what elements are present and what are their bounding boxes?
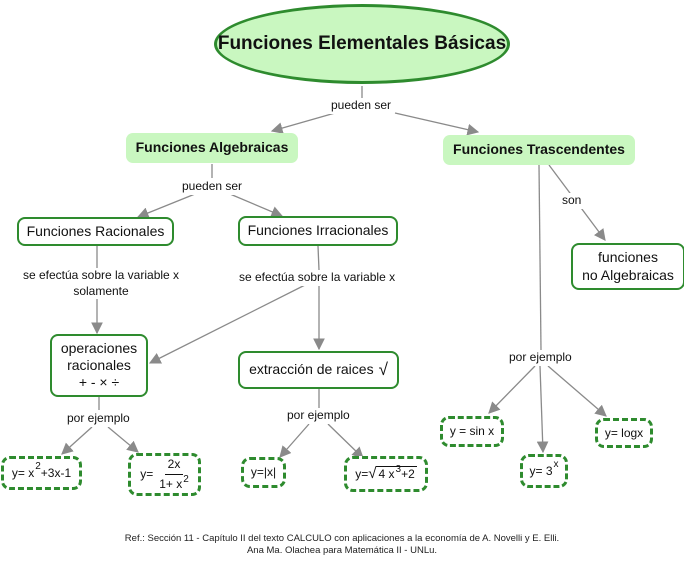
concept-label-line: funciones: [598, 249, 658, 265]
example-log: y= logx: [595, 418, 653, 448]
operators-symbols: + - × ÷: [78, 373, 120, 390]
connector-to-algebraicas: [270, 112, 336, 134]
formula-part: y= x: [11, 465, 35, 480]
formula-part: +2: [401, 466, 415, 481]
formula-part: +3x-1: [40, 465, 72, 480]
concept-funciones-no-algebraicas: funciones no Algebraicas: [571, 243, 684, 290]
square-root-icon: √: [368, 464, 377, 482]
link-label-algebraicas: pueden ser: [180, 179, 245, 195]
formula-exponent: 2: [35, 460, 41, 472]
concept-funciones-trascendentes: Funciones Trascendentes: [443, 135, 635, 165]
concept-label: Funciones Racionales: [26, 222, 165, 239]
example-root: y= √ 4 x3+2: [344, 456, 428, 492]
connector-to-abs: [279, 423, 310, 458]
concept-funciones-racionales: Funciones Racionales: [17, 217, 174, 246]
connector-to-racionales: [136, 193, 196, 219]
concept-extraccion-de-raices: extracción de raices √: [238, 351, 399, 389]
link-label-racionales: se efectúa sobre la variable x solamente: [14, 268, 188, 300]
fraction-denominator: 1+ x2: [159, 473, 189, 493]
example-abs: y=|x|: [241, 457, 286, 488]
footer-author-line: Ana Ma. Olachea para Matemática II - UNL…: [246, 544, 438, 556]
formula-part: y= 3: [529, 463, 553, 478]
link-label-root: pueden ser: [329, 98, 394, 114]
formula-fraction: 2x 1+ x2: [159, 457, 189, 493]
concept-label-line: operaciones: [60, 340, 138, 357]
formula-exponent: 3: [395, 463, 402, 475]
connector-to-operaciones-from-irr: [148, 282, 310, 364]
concept-label: extracción de raices: [249, 361, 374, 378]
connector-to-sin: [488, 365, 536, 414]
formula-exponent: x: [553, 458, 559, 470]
connector-to-root: [327, 423, 364, 459]
concept-label: Funciones Irracionales: [247, 222, 389, 239]
fraction-numerator: 2x: [164, 457, 184, 475]
concept-label: Funciones Algebraicas: [135, 139, 289, 156]
formula-part: y=|x|: [250, 465, 277, 479]
root-concept-label: Funciones Elementales Básicas: [217, 33, 507, 55]
link-label-son: son: [560, 193, 584, 209]
connector-to-exp: [536, 365, 549, 454]
link-label-ops-examples: por ejemplo: [65, 411, 132, 427]
formula-part: y=: [355, 466, 369, 481]
link-label-irracionales: se efectúa sobre la variable x: [237, 270, 398, 286]
reference-footer: Ref.: Sección 11 - Capítulo II del texto…: [0, 533, 684, 557]
connector-irracionales-to-label: [317, 245, 320, 271]
concept-label-line: racionales: [67, 357, 131, 374]
footer-reference-line: Ref.: Sección 11 - Capítulo II del texto…: [124, 533, 560, 544]
connector-to-rational: [107, 426, 139, 453]
link-label-line: se efectúa sobre la variable x: [22, 268, 180, 282]
formula-part: 1+ x: [159, 476, 183, 491]
formula-part: y = sin x: [449, 424, 495, 438]
formula-part: y=: [140, 467, 154, 481]
formula-part: y= logx: [604, 425, 644, 440]
link-label-line: solamente: [73, 283, 129, 298]
example-rational: y= 2x 1+ x2: [128, 453, 201, 496]
connector-to-log: [547, 365, 607, 417]
formula-radicand: 4 x3+2: [376, 463, 417, 483]
concept-operaciones-racionales: operaciones racionales + - × ÷: [50, 334, 148, 397]
example-sin: y = sin x: [440, 416, 504, 447]
formula-sqrt: √ 4 x3+2: [368, 463, 417, 483]
connector-to-irracionales: [229, 193, 284, 218]
concept-funciones-irracionales: Funciones Irracionales: [238, 216, 398, 246]
connector-to-polynomial: [61, 426, 93, 455]
concept-funciones-algebraicas: Funciones Algebraicas: [126, 133, 298, 163]
link-label-raices-examples: por ejemplo: [285, 408, 352, 424]
link-label-trascendentes-examples: por ejemplo: [507, 350, 574, 366]
square-root-icon: √: [378, 360, 388, 380]
connector-trascendentes-to-label: [538, 164, 542, 351]
connector-to-trascendentes: [394, 112, 480, 136]
root-concept: Funciones Elementales Básicas: [214, 4, 510, 84]
formula-part: 4 x: [378, 466, 395, 481]
concept-label-line: no Algebraicas: [582, 266, 674, 283]
formula-exponent: 2: [183, 473, 189, 485]
concept-label: Funciones Trascendentes: [453, 141, 625, 158]
